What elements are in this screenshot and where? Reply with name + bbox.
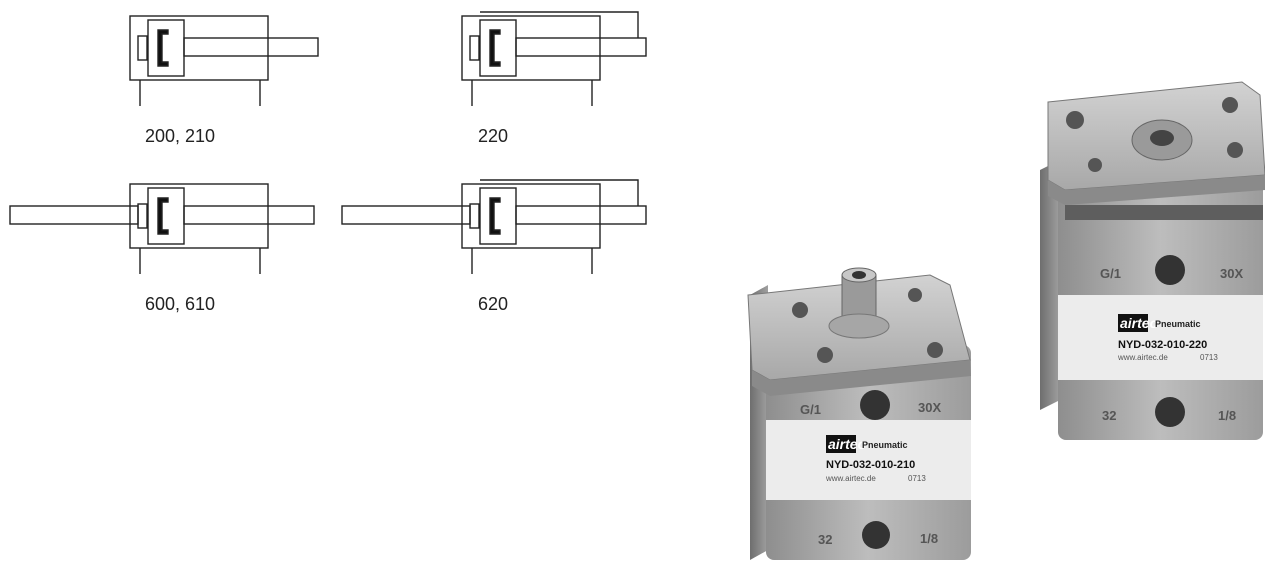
caption-220: 220: [478, 126, 509, 146]
back-website: www.airtec.de: [1117, 353, 1168, 362]
cylinder-back: G/1 30X airtec Pneumatic NYD-032-010-220…: [1040, 81, 1265, 440]
back-port-bottom-right: 1/8: [1218, 408, 1236, 423]
schematic-200-210: [129, 15, 319, 106]
back-port-top-right: 30X: [1220, 266, 1243, 281]
front-port-top-right: 30X: [918, 400, 941, 415]
back-port-top-left: G/1: [1100, 266, 1121, 281]
caption-620: 620: [478, 294, 509, 314]
front-port-bottom-left: 32: [818, 532, 832, 547]
back-brand: airtec: [1120, 315, 1158, 331]
front-port-bottom-right: 1/8: [920, 531, 938, 546]
schematic-600-610: [9, 183, 315, 274]
back-code: 0713: [1200, 353, 1218, 362]
back-port-bottom-left: 32: [1102, 408, 1116, 423]
front-brand-suffix: Pneumatic: [862, 440, 908, 450]
front-model: NYD-032-010-210: [826, 459, 915, 471]
back-model: NYD-032-010-220: [1118, 339, 1207, 351]
front-website: www.airtec.de: [825, 474, 876, 483]
schematic-220: [461, 11, 647, 106]
schematic-620: [341, 179, 647, 274]
cylinder-front: G/1 30X airtec Pneumatic NYD-032-010-210…: [747, 267, 971, 560]
back-brand-suffix: Pneumatic: [1155, 319, 1201, 329]
front-code: 0713: [908, 474, 926, 483]
front-brand: airtec: [828, 436, 866, 452]
front-port-top-left: G/1: [800, 402, 821, 417]
caption-600-610: 600, 610: [145, 294, 216, 314]
caption-200-210: 200, 210: [145, 126, 216, 146]
cylinder-photos: G/1 30X airtec Pneumatic NYD-032-010-220…: [747, 81, 1265, 560]
